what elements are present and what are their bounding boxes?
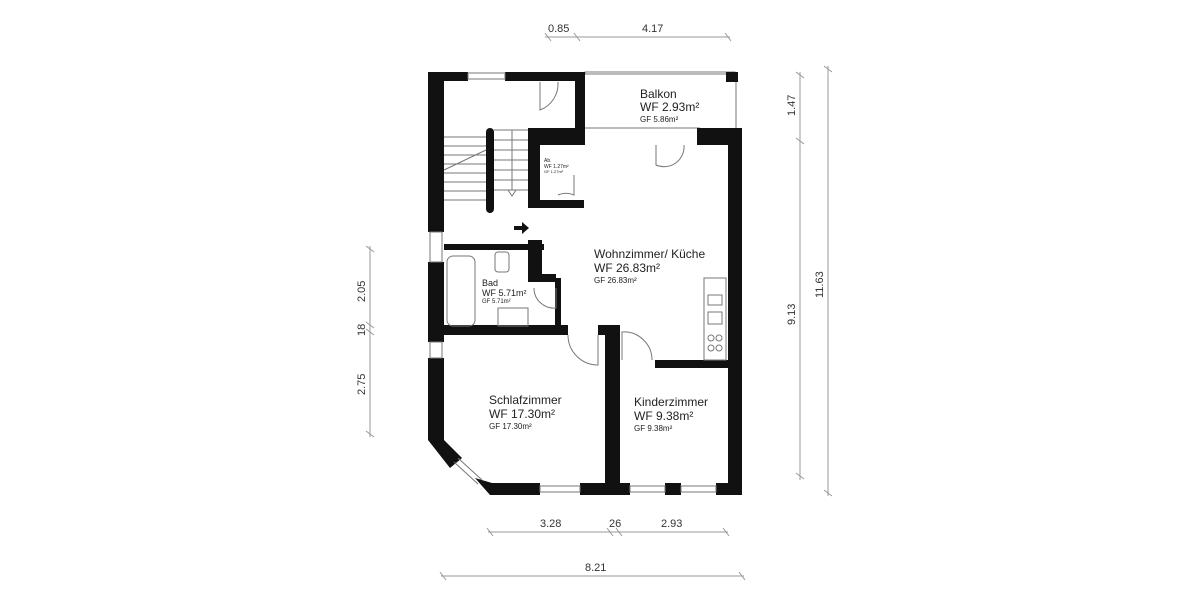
room-name: Ab. [544,158,552,164]
room-gf: GF 5.71m² [482,299,511,305]
room-bad: Bad WF 5.71m² GF 5.71m² [482,278,527,305]
dimension-label: 26 [609,518,621,530]
dimension-label: 8.21 [585,562,606,574]
room-gf: GF 17.30m² [489,422,532,431]
room-schlaf: Schlafzimmer WF 17.30m² GF 17.30m² [489,393,562,431]
room-kinder: Kinderzimmer WF 9.38m² GF 9.38m² [634,395,708,433]
dimension-bottom-outer: 8.21 [439,562,746,581]
dimension-right-inner: 1.47 9.13 [786,71,805,480]
room-wf: WF 17.30m² [489,407,555,421]
dimension-left: 2.05 18 2.75 [356,245,375,438]
room-wf: WF 9.38m² [634,409,693,423]
room-wf: WF 26.83m² [594,261,660,275]
dimension-label: 2.05 [356,281,368,302]
staircase [443,129,528,201]
room-wf: WF 5.71m² [482,288,527,298]
room-wohnen: Wohnzimmer/ Küche WF 26.83m² GF 26.83m² [594,247,705,285]
dimension-label: 1.47 [786,95,798,116]
entrance-arrow-icon [514,222,529,234]
dimension-label: 18 [356,324,368,336]
room-balkon: Balkon WF 2.93m² GF 5.86m² [640,87,699,124]
windows [429,72,717,493]
dimension-label: 2.75 [356,374,368,395]
room-gf: GF 9.38m² [634,424,673,433]
doors [533,81,685,366]
room-name: Kinderzimmer [634,395,708,409]
dimension-bottom-inner: 3.28 26 2.93 [486,518,730,537]
dimension-top: 0.85 4.17 [544,23,732,42]
fixtures [446,251,727,361]
walls [428,72,742,495]
room-name: Balkon [640,87,677,101]
dimension-label: 9.13 [786,304,798,325]
room-gf: GF 5.86m² [640,115,679,124]
room-wf: WF 1.27m² [544,164,569,170]
dimension-label: 3.28 [540,518,561,530]
room-wf: WF 2.93m² [640,100,699,114]
dimension-right-outer: 11.63 [814,65,833,497]
dimension-label: 11.63 [814,271,826,298]
room-name: Bad [482,278,498,288]
room-abstell: Ab. WF 1.27m² GF 1.27m² [544,158,569,174]
room-gf: GF 26.83m² [594,276,637,285]
dimension-label: 2.93 [661,518,682,530]
room-gf: GF 1.27m² [544,169,564,174]
dimension-label: 0.85 [548,23,569,35]
room-name: Schlafzimmer [489,393,562,407]
dimension-label: 4.17 [642,23,663,35]
room-name: Wohnzimmer/ Küche [594,247,705,261]
